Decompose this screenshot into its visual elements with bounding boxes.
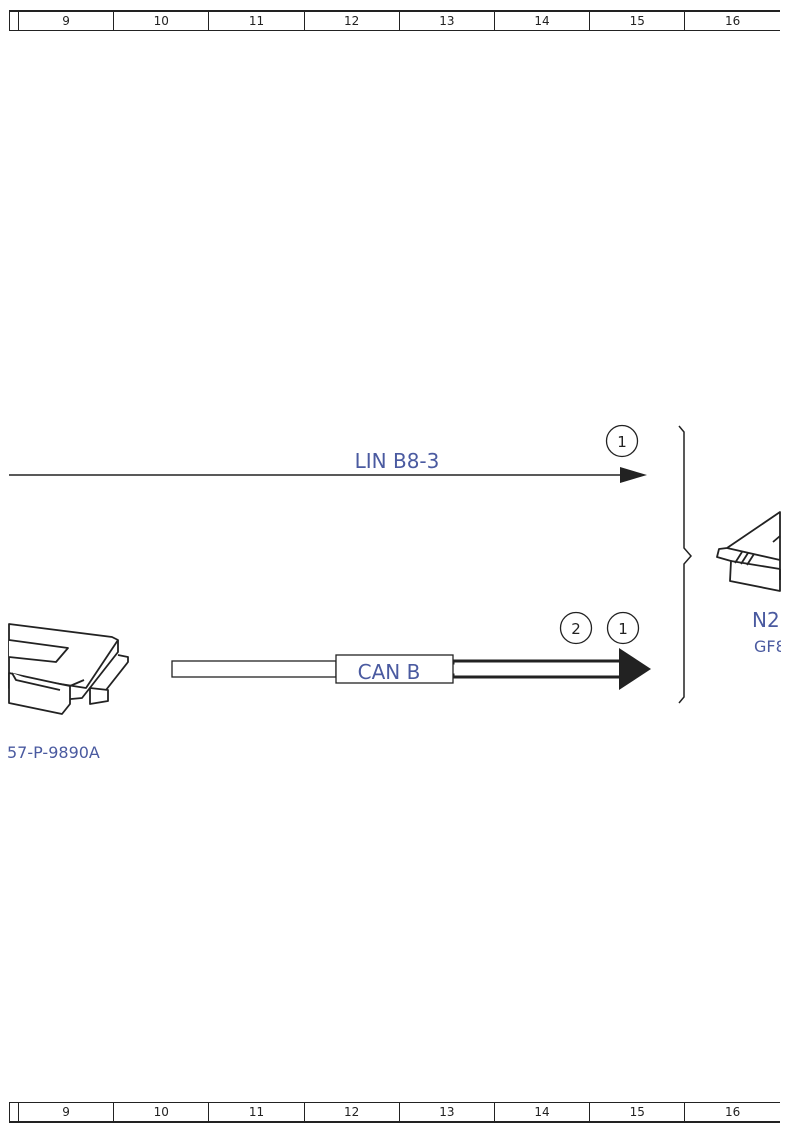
ruler-cell: 14: [493, 1102, 590, 1122]
ruler-cell: 12: [303, 1102, 400, 1122]
ruler-cell: 16: [684, 11, 780, 31]
edge-mask: [781, 30, 789, 1100]
column-ruler-top: 9 10 11 12 13 14 15 16: [9, 10, 780, 31]
callout-circle: [605, 424, 639, 458]
can-label-box: [335, 654, 454, 684]
ruler-cell: 13: [398, 1102, 495, 1122]
left-module-code: 57-P-9890A: [7, 743, 100, 762]
ruler-cell: 10: [113, 11, 209, 31]
callout-circle: [559, 611, 593, 645]
ruler-cell: 15: [589, 1102, 685, 1122]
ruler-cell: 15: [589, 11, 685, 31]
callout-circle: [606, 611, 640, 645]
ruler-cell: 9: [17, 1102, 114, 1122]
group-brace: [678, 425, 692, 704]
ruler-cell: 10: [113, 1102, 209, 1122]
lin-callout-1: 1: [617, 433, 627, 451]
left-control-module-icon: [8, 623, 129, 715]
right-module-subcode: GF8: [754, 637, 786, 656]
right-module-code: N2: [752, 608, 780, 632]
ruler-cell: 14: [493, 11, 590, 31]
ruler-stub: [9, 1102, 19, 1122]
right-control-module-icon: [716, 511, 781, 592]
can-bus-tail: [171, 660, 337, 678]
ruler-cell: 11: [208, 11, 305, 31]
can-arrowhead: [619, 648, 651, 690]
ruler-cell: 13: [398, 11, 495, 31]
ruler-cell: 12: [303, 11, 400, 31]
can-connection: CAN B 2 1: [171, 611, 651, 690]
lin-label: LIN B8-3: [355, 449, 440, 473]
column-ruler-bottom: 9 10 11 12 13 14 15 16: [9, 1102, 780, 1123]
can-label: CAN B: [358, 660, 421, 684]
ruler-cell: 9: [17, 11, 114, 31]
lin-connection: LIN B8-3 1: [9, 424, 647, 483]
ruler-cell: 16: [684, 1102, 780, 1122]
can-callout-2: 2: [571, 620, 581, 638]
can-callout-1: 1: [618, 620, 628, 638]
ruler-cell: 11: [208, 1102, 305, 1122]
ruler-stub: [9, 11, 19, 31]
lin-arrowhead: [620, 467, 647, 483]
